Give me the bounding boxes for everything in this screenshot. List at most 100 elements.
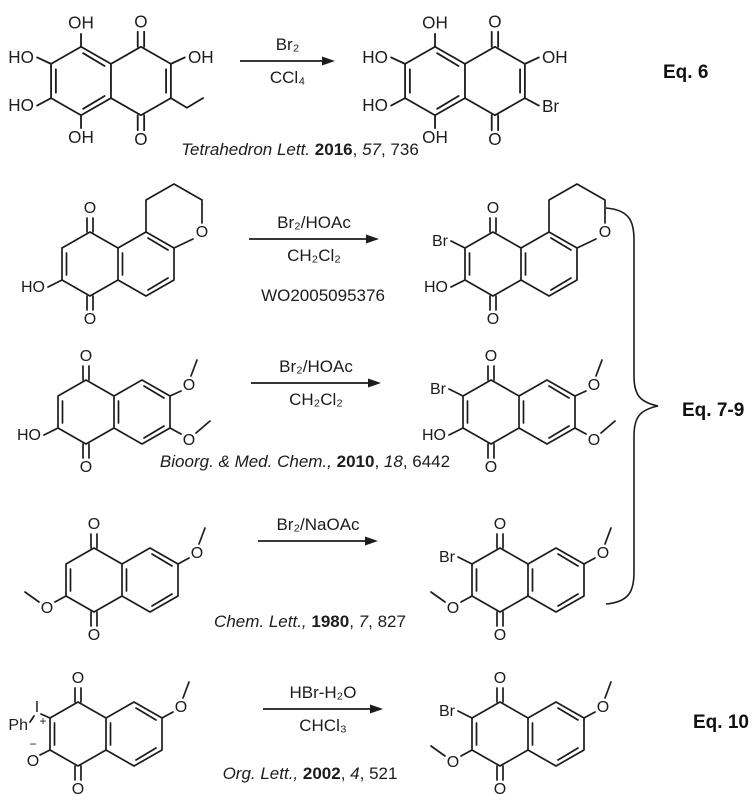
- atom-label-br: Br: [439, 549, 456, 566]
- eq6-reactant-structure: OH O HO HO OH O OH: [8, 13, 214, 150]
- eq7-reaction-conditions: Br₂/HOAc CH₂Cl₂: [243, 212, 385, 266]
- atom-label-methoxy-o: O: [183, 377, 195, 394]
- substituent-bonds: [448, 359, 616, 436]
- atom-label-methoxy-o: O: [588, 432, 600, 449]
- atom-label-br: Br: [432, 233, 449, 250]
- atom-label-o: O: [488, 130, 501, 149]
- carbonyl-bonds: [496, 687, 504, 781]
- atom-label-br: Br: [430, 381, 447, 398]
- atom-label-o: O: [485, 459, 497, 476]
- atom-label-methoxy-o: O: [191, 545, 203, 562]
- atom-label-phenyl: Ph: [8, 717, 28, 734]
- bond-skeleton: [464, 231, 578, 297]
- eq8-product-structure: O O HO Br O O: [422, 348, 616, 476]
- eq8-reactant-structure: O O HO O O: [17, 348, 211, 476]
- grouping-brace: [605, 207, 659, 605]
- atom-label-ho: HO: [17, 427, 41, 444]
- bond-skeleton: [462, 379, 576, 445]
- eq10-product-structure: O O O O Br: [430, 670, 612, 798]
- double-bond-lines: [475, 707, 579, 761]
- substituent-bonds: [390, 33, 540, 129]
- atom-label-o: O: [72, 781, 84, 798]
- carbonyl-bonds: [74, 687, 82, 781]
- atom-label-o: O: [487, 311, 499, 328]
- atom-label-o: O: [485, 348, 497, 365]
- atom-label-ho: HO: [21, 279, 45, 296]
- carbonyl-bonds: [136, 30, 146, 132]
- atom-label-oh: OH: [422, 14, 448, 33]
- double-bond-lines: [69, 553, 173, 607]
- eq9-reaction-conditions: Br₂/NaOAc: [252, 514, 384, 547]
- atom-label-ring-o: O: [196, 224, 208, 241]
- atom-label-ho: HO: [422, 427, 446, 444]
- substituent-bonds: [47, 279, 63, 288]
- substituent-bonds: [43, 359, 211, 436]
- atom-label-methoxy-o: O: [183, 432, 195, 449]
- atom-label-ho: HO: [8, 96, 34, 115]
- atom-label-oh: OH: [68, 128, 94, 147]
- reagent-above-arrow: HBr-H₂O: [289, 683, 357, 702]
- reaction-arrow: [251, 378, 381, 388]
- eq10-reactant-structure: O O Ph I + O − O: [8, 670, 190, 798]
- atom-label-oh: OH: [542, 48, 568, 67]
- pyran-ring-bonds: [548, 183, 606, 249]
- atom-label-ho: HO: [8, 48, 34, 67]
- atom-label-oh: OH: [188, 48, 214, 67]
- atom-label-o: O: [80, 459, 92, 476]
- atom-label-o-minus: O: [27, 753, 39, 770]
- atom-label-ho: HO: [362, 96, 388, 115]
- reaction-arrow: [249, 234, 379, 244]
- carbonyl-bonds: [489, 217, 497, 311]
- atom-label-o: O: [72, 670, 84, 687]
- atom-label-o: O: [84, 200, 96, 217]
- equation-label-eq6: Eq. 6: [663, 62, 709, 83]
- eq9-reactant-structure: O O O O: [24, 516, 206, 644]
- eq9-product-structure: O O O O Br: [430, 516, 612, 644]
- atom-label-o: O: [494, 627, 506, 644]
- substituent-bonds: [450, 240, 466, 288]
- atom-label-methoxy-o: O: [175, 699, 187, 716]
- citation-eq9: Chem. Lett., 1980, 7, 827: [214, 612, 406, 631]
- patent-number: WO2005095376: [261, 286, 385, 305]
- double-bond-lines: [53, 707, 157, 761]
- bond-skeleton: [57, 379, 171, 445]
- reagent-above-arrow: Br₂/HOAc: [277, 213, 351, 232]
- double-bond-lines: [475, 553, 579, 607]
- carbonyl-bonds: [490, 30, 500, 132]
- substituent-bonds: [24, 527, 206, 603]
- bond-skeleton: [61, 231, 175, 297]
- double-bond-lines: [61, 385, 165, 439]
- solvent-below-arrow: CH₂Cl₂: [289, 390, 343, 409]
- pyran-ring-bonds: [145, 183, 203, 249]
- charge-label-minus: −: [29, 737, 36, 751]
- atom-label-o: O: [134, 130, 147, 149]
- atom-label-methoxy-o: O: [447, 754, 459, 771]
- atom-label-oh: OH: [68, 14, 94, 33]
- substituent-bonds: [29, 681, 190, 756]
- bond-skeleton: [471, 547, 585, 613]
- atom-label-ring-o: O: [599, 224, 611, 241]
- citation-eq8: Bioorg. & Med. Chem., 2010, 18, 6442: [159, 452, 451, 471]
- atom-label-iodine: I: [35, 699, 39, 716]
- bond-skeleton: [65, 547, 179, 613]
- substituent-bonds: [36, 33, 204, 129]
- atom-label-o: O: [88, 627, 100, 644]
- citation-eq6: Tetrahedron Lett. 2016, 57, 736: [181, 140, 419, 159]
- carbonyl-bonds: [82, 365, 90, 459]
- atom-label-o: O: [494, 781, 506, 798]
- eq6-product-structure: OH O HO HO OH O OH Br: [362, 13, 568, 150]
- atom-label-ho: HO: [424, 279, 448, 296]
- solvent-below-arrow: CH₂Cl₂: [287, 246, 341, 265]
- double-bond-lines: [408, 52, 521, 110]
- carbonyl-bonds: [487, 365, 495, 459]
- atom-label-oh: OH: [422, 128, 448, 147]
- reaction-arrow: [258, 536, 378, 546]
- atom-label-o: O: [487, 200, 499, 217]
- substituent-bonds: [430, 527, 612, 603]
- citation-eq10: Org. Lett., 2002, 4, 521: [222, 764, 398, 783]
- atom-label-methoxy-o: O: [597, 699, 609, 716]
- bond-skeleton: [50, 45, 172, 117]
- solvent-below-arrow: CHCl₃: [299, 716, 347, 735]
- atom-label-methoxy-o: O: [41, 600, 53, 617]
- equation-label-eq7-9: Eq. 7-9: [682, 400, 745, 421]
